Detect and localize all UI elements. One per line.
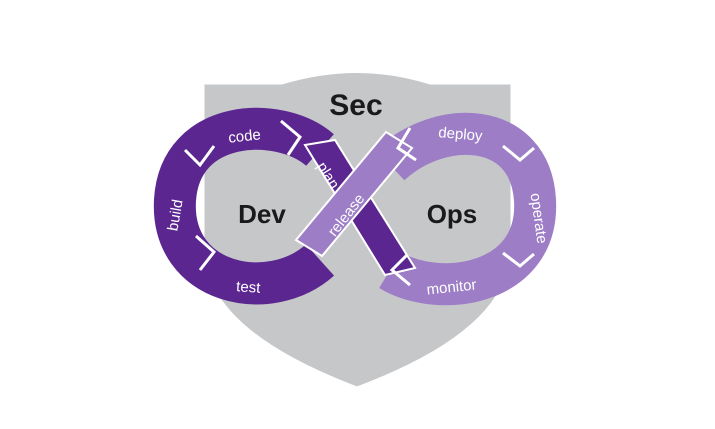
ops-loop-ring [375, 112, 557, 306]
stage-deploy-label: deploy [438, 124, 484, 145]
sec-label: Sec [329, 89, 382, 122]
ops-label: Ops [427, 199, 478, 229]
infinity-loop-icon [153, 107, 557, 306]
segment-separators [183, 119, 535, 287]
ops-crossing-band [294, 130, 414, 258]
stage-test-label: test [236, 278, 262, 297]
stage-operate-label: operate [526, 192, 550, 245]
stage-monitor-label: monitor [426, 276, 478, 298]
stage-code-label: code [227, 126, 261, 146]
stage-build-label: build [164, 198, 186, 232]
dev-label: Dev [238, 199, 286, 229]
dev-loop-ring [153, 107, 335, 305]
